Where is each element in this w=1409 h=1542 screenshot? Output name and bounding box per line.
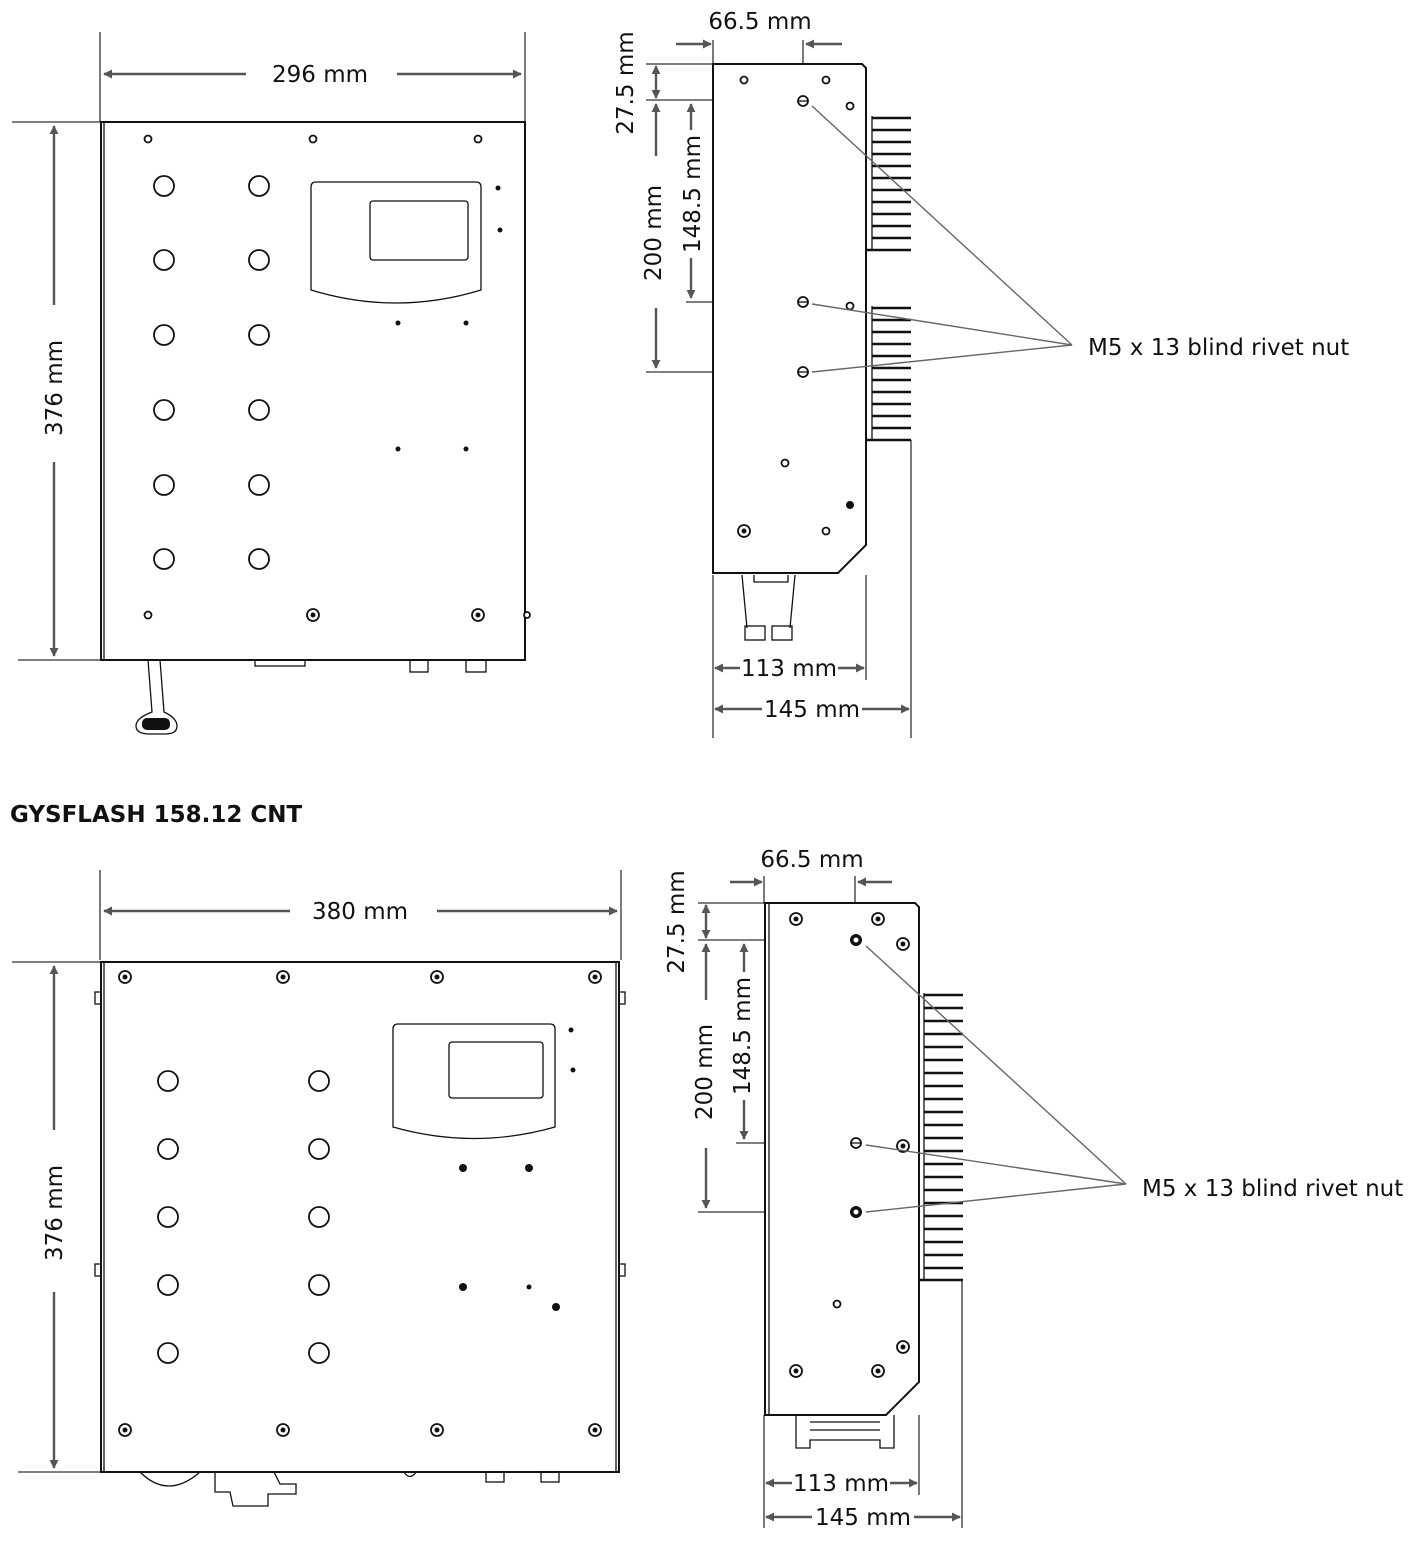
side-nut-spacing-label: 148.5 mm	[680, 135, 706, 253]
rivet-nuts	[797, 95, 809, 378]
connector-holes	[157, 1070, 330, 1364]
front-panel	[100, 121, 526, 661]
connector-holes	[153, 175, 270, 570]
side-depth-total-label: 145 mm	[815, 1505, 911, 1531]
rivet-nut-callout: M5 x 13 blind rivet nut	[1142, 1176, 1403, 1202]
rivet-nut-callout: M5 x 13 blind rivet nut	[1088, 335, 1349, 361]
heatsink-fins	[919, 993, 963, 1282]
display-bezel	[392, 1023, 556, 1140]
side-first-nut-label: 27.5 mm	[613, 31, 639, 134]
heatsink-fins	[866, 116, 911, 442]
front-view-2: 380 mm 376 mm	[12, 870, 626, 1507]
side-nut-spacing-label: 148.5 mm	[730, 977, 756, 1095]
model-title: GYSFLASH 158.12 CNT	[10, 802, 302, 828]
side-panel	[764, 902, 920, 1416]
side-top-offset-label: 66.5 mm	[760, 847, 863, 873]
front-panel	[100, 961, 620, 1473]
rivet-nuts	[850, 934, 862, 1218]
side-top-offset-label: 66.5 mm	[708, 9, 811, 35]
width-label: 296 mm	[272, 62, 368, 88]
side-depth-label: 113 mm	[741, 656, 837, 682]
side-depth-label: 113 mm	[793, 1471, 889, 1497]
side-nut-span-label: 200 mm	[692, 1024, 718, 1120]
height-label: 376 mm	[42, 340, 68, 436]
front-view-1: 296 mm 376 mm	[12, 32, 531, 735]
side-nut-span-label: 200 mm	[641, 185, 667, 281]
display-screen	[448, 1041, 544, 1099]
side-panel	[712, 63, 867, 574]
display-bezel	[310, 181, 482, 304]
side-first-nut-label: 27.5 mm	[664, 870, 690, 973]
display-screen	[369, 200, 469, 261]
height-label: 376 mm	[42, 1165, 68, 1261]
side-view-2: 66.5 mm 27.5 mm 200 mm 148.5 mm 113 mm 1…	[664, 847, 1403, 1531]
side-view-1: 66.5 mm 27.5 mm 200 mm 148.5 mm 113 mm 1…	[613, 9, 1349, 738]
width-label: 380 mm	[312, 899, 408, 925]
side-depth-total-label: 145 mm	[764, 697, 860, 723]
